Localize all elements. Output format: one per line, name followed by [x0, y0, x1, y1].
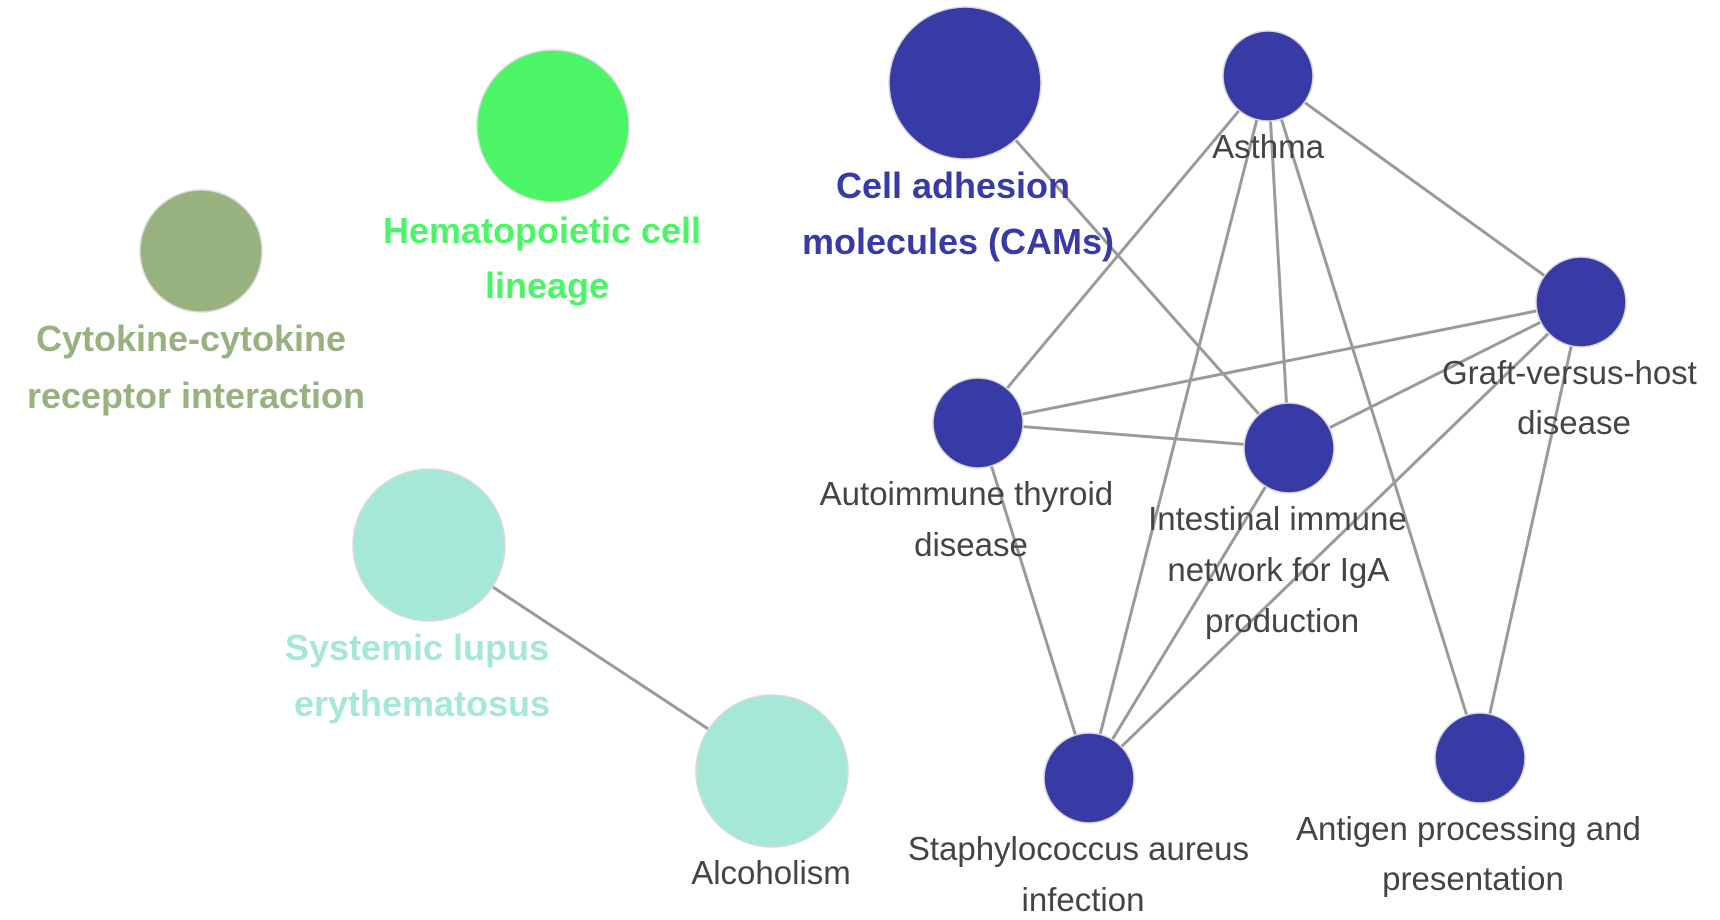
edge-asthma-staphylococcus — [1087, 75, 1270, 779]
term-label-antigen-processing: Antigen processing and presentation — [1296, 810, 1650, 897]
term-label-intestinal-immune: Intestinal immune network for IgA produc… — [1148, 500, 1416, 639]
edge-autoimmune-thyroid-staphylococcus — [976, 422, 1091, 779]
label-line: receptor interaction — [27, 375, 365, 416]
node-staphylococcus[interactable] — [1043, 732, 1135, 824]
labels-layer: Cytokine-cytokine receptor interaction H… — [27, 128, 1706, 918]
term-label-staphylococcus: Staphylococcus aureus infection — [908, 830, 1258, 918]
label-line: Intestinal immune — [1148, 500, 1407, 537]
edge-cam-intestinal-immune — [963, 82, 1291, 449]
label-line: disease — [1517, 404, 1631, 441]
label-line: Systemic lupus — [285, 627, 549, 668]
label-line: network for IgA — [1167, 551, 1389, 588]
node-hematopoietic[interactable] — [476, 49, 630, 203]
edge-asthma-intestinal-immune — [1266, 75, 1291, 449]
edge-asthma-antigen-processing — [1266, 75, 1482, 759]
label-line: Graft-versus-host — [1442, 354, 1697, 391]
label-line: Alcoholism — [691, 854, 851, 891]
label-line: Asthma — [1212, 128, 1325, 165]
edge-asthma-graft-versus-host — [1267, 74, 1582, 304]
edge-graft-versus-host-antigen-processing — [1478, 301, 1583, 759]
edge-autoimmune-thyroid-intestinal-immune — [977, 421, 1290, 450]
group-label-lupus: Systemic lupus erythematosus — [285, 627, 559, 724]
node-graft-versus-host[interactable] — [1535, 256, 1627, 348]
label-line: Antigen processing and — [1296, 810, 1641, 847]
label-line: Autoimmune thyroid — [820, 475, 1113, 512]
group-label-cam: Cell adhesion molecules (CAMs) — [802, 165, 1114, 262]
label-line: lineage — [485, 265, 609, 306]
node-asthma[interactable] — [1222, 30, 1314, 122]
label-line: Hematopoietic cell — [383, 210, 701, 251]
group-label-hematopoietic: Hematopoietic cell lineage — [383, 210, 711, 306]
label-line: infection — [1022, 881, 1145, 918]
label-line: molecules (CAMs) — [802, 221, 1114, 262]
node-lupus[interactable] — [352, 468, 506, 622]
label-line: production — [1205, 602, 1359, 639]
label-line: Cytokine-cytokine — [36, 318, 346, 359]
label-line: presentation — [1382, 860, 1564, 897]
term-label-asthma: Asthma — [1212, 128, 1325, 165]
edge-graft-versus-host-autoimmune-thyroid — [977, 300, 1582, 425]
label-line: Staphylococcus aureus — [908, 830, 1249, 867]
group-label-cytokine: Cytokine-cytokine receptor interaction — [27, 318, 365, 416]
edge-graft-versus-host-intestinal-immune — [1288, 300, 1582, 450]
edge-intestinal-immune-staphylococcus — [1087, 447, 1291, 779]
term-label-autoimmune-thyroid: Autoimmune thyroid disease — [820, 475, 1123, 563]
edge-asthma-autoimmune-thyroid — [976, 75, 1270, 424]
edge-graft-versus-host-staphylococcus — [1087, 300, 1583, 780]
node-cytokine[interactable] — [139, 189, 263, 313]
nodes-layer — [139, 6, 1627, 848]
node-autoimmune-thyroid[interactable] — [932, 377, 1024, 469]
label-line: erythematosus — [294, 683, 550, 724]
node-antigen-processing[interactable] — [1434, 712, 1526, 804]
node-alcoholism[interactable] — [695, 694, 849, 848]
label-line: Cell adhesion — [836, 165, 1070, 206]
term-label-graft-versus-host: Graft-versus-host disease — [1442, 354, 1706, 441]
term-label-alcoholism: Alcoholism — [691, 854, 851, 891]
node-intestinal-immune[interactable] — [1243, 402, 1335, 494]
node-cam[interactable] — [888, 6, 1042, 160]
label-line: disease — [914, 526, 1028, 563]
